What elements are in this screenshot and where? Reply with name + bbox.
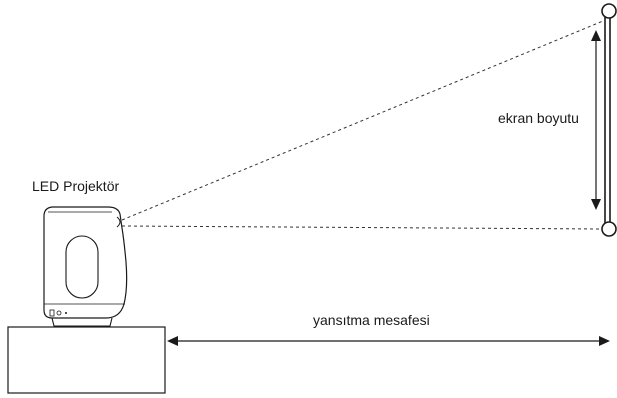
projector-foot <box>51 317 113 327</box>
projector-lens <box>116 216 121 228</box>
screen-size-label: ekran boyutu <box>498 110 579 126</box>
table-box <box>7 326 166 394</box>
projection-distance-arrow <box>167 336 610 346</box>
speaker-grille <box>65 235 99 299</box>
projector-label: LED Projektör <box>32 178 120 194</box>
screen-size-arrow <box>591 30 601 210</box>
port-icon <box>49 309 55 317</box>
screen-bottom-roller <box>601 221 617 237</box>
screen-panel <box>604 14 611 227</box>
projection-distance-label: yansıtma mesafesi <box>313 312 430 328</box>
projector-device <box>43 206 128 327</box>
projection-screen <box>601 3 617 237</box>
projection-ray-top <box>121 20 604 221</box>
projection-ray-bottom <box>121 225 604 230</box>
power-led-icon <box>65 312 67 314</box>
screen-top-roller <box>601 3 617 19</box>
port-icon <box>56 310 62 316</box>
